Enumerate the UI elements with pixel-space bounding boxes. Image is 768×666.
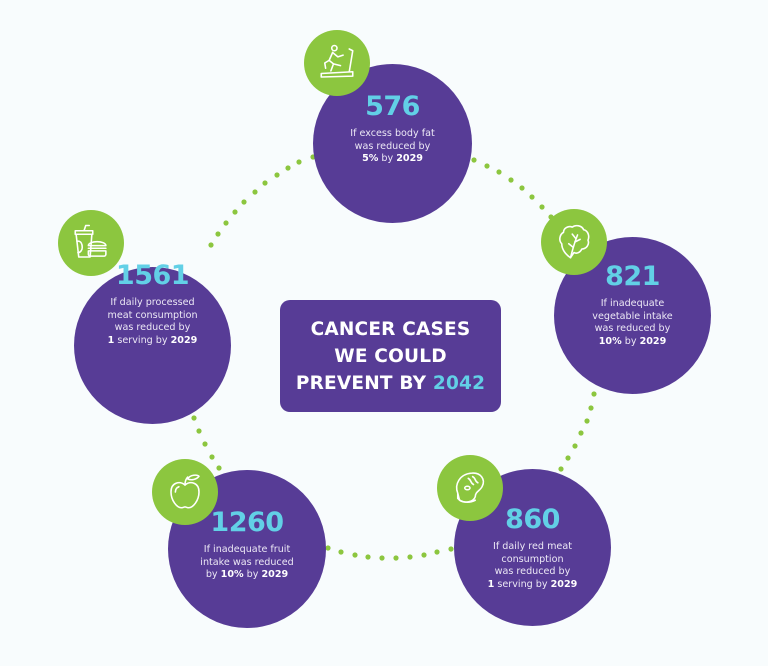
center-title-box: CANCER CASES WE COULD PREVENT BY 2042	[280, 300, 501, 412]
treadmill-runner-icon	[304, 30, 370, 96]
title-line-1: CANCER CASES	[310, 318, 471, 340]
steak-icon	[437, 455, 503, 521]
stat-description: If inadequate fruit intake was reduced b…	[200, 544, 294, 580]
stat-description: If inadequate vegetable intake was reduc…	[592, 298, 673, 347]
stat-value: 860	[505, 504, 560, 535]
fast-food-icon	[58, 210, 124, 276]
stat-circle-processed-meat: 1561 If daily processed meat consumption…	[74, 261, 231, 424]
stat-value: 1561	[115, 260, 190, 291]
stat-value: 1260	[210, 507, 284, 538]
stat-description: If daily processed meat consumption was …	[107, 297, 198, 346]
title-line-3: PREVENT BY 2042	[295, 372, 486, 394]
stat-description: If daily red meat consumption was reduce…	[487, 541, 578, 590]
stat-value: 821	[605, 261, 660, 292]
apple-icon	[152, 459, 218, 525]
lettuce-icon	[541, 209, 607, 275]
stat-description: If excess body fat was reduced by 5% by …	[350, 128, 435, 164]
title-year: 2042	[432, 372, 486, 394]
stat-value: 576	[365, 91, 420, 122]
title-line-2: WE COULD	[334, 345, 447, 367]
